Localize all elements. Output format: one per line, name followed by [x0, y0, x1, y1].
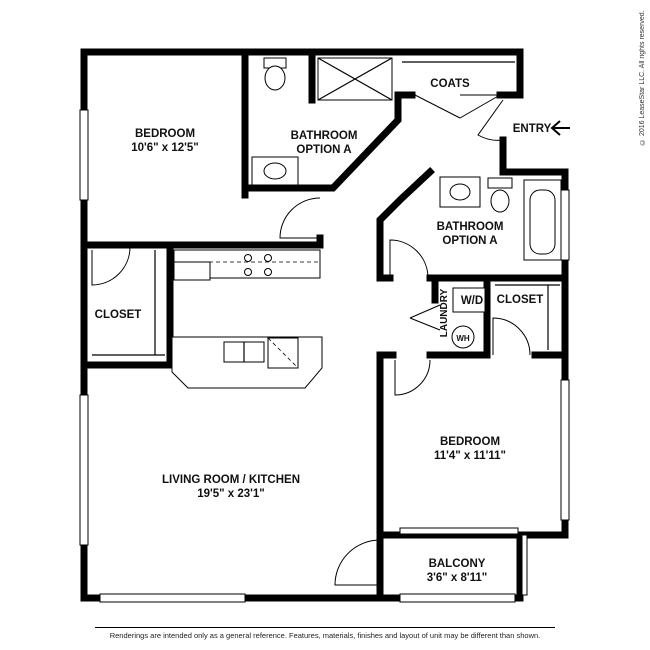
toilet-2-icon [490, 189, 510, 213]
entry-marker [550, 120, 570, 136]
bathroom-2-option: OPTION A [442, 235, 497, 247]
burner-icon [244, 254, 252, 262]
laundry-label: LAUNDRY [439, 288, 450, 337]
bedroom-1-size: 10'6" x 12'5" [131, 142, 199, 154]
bathroom-1-option: OPTION A [296, 144, 351, 156]
balcony-name: BALCONY [429, 558, 486, 570]
burner-icon [244, 268, 252, 276]
window-living-bottom [99, 593, 246, 603]
living-name: LIVING ROOM / KITCHEN [162, 474, 300, 486]
interior-walls [80, 48, 569, 602]
bedroom-2-size: 11'4" x 11'11" [434, 450, 506, 462]
balcony-size: 3'6" x 8'11" [427, 572, 488, 584]
bathroom-1-label: BATHROOM [291, 130, 358, 142]
coats-label: COATS [430, 78, 470, 90]
fridge [173, 261, 211, 281]
window-living [79, 394, 89, 546]
toilet-2-tank-icon [487, 177, 513, 189]
water-heater [451, 325, 475, 349]
bathroom-2-label: BATHROOM [437, 221, 504, 233]
closet-shelves [92, 61, 560, 356]
washer-dryer [452, 287, 486, 313]
sink-icon [263, 162, 287, 180]
window-balcony-rail [399, 593, 516, 603]
bedroom-2-name: BEDROOM [440, 436, 500, 448]
balcony-rail [521, 534, 528, 596]
toilet-icon [264, 65, 286, 91]
closet-2-label: CLOSET [497, 294, 544, 306]
window-bedroom-2 [560, 379, 570, 521]
doors [91, 94, 531, 596]
disclaimer: Renderings are intended only as a genera… [109, 631, 541, 640]
closet-1-label: CLOSET [95, 309, 142, 321]
window-balcony-door [399, 527, 519, 535]
sink-2-icon [449, 183, 471, 201]
bedroom-1-name: BEDROOM [135, 128, 195, 140]
window-bath-2 [560, 189, 570, 261]
copyright-notice: © 2016 LeaseStar LLC. All rights reserve… [639, 10, 646, 145]
window-bedroom-1 [79, 109, 89, 201]
burner-icon [264, 268, 272, 276]
divider [95, 627, 555, 628]
living-size: 19'5" x 23'1" [197, 488, 265, 500]
laundry-fixtures [451, 287, 486, 349]
wh-label: WH [456, 334, 470, 343]
kitchen [171, 249, 323, 389]
wd-label: W/D [461, 295, 483, 307]
bathroom-2-fixtures [439, 176, 562, 261]
windows [79, 109, 570, 603]
bathroom-1-fixtures [251, 57, 393, 186]
burner-icon [264, 254, 272, 262]
entry-label: ENTRY [513, 123, 552, 135]
